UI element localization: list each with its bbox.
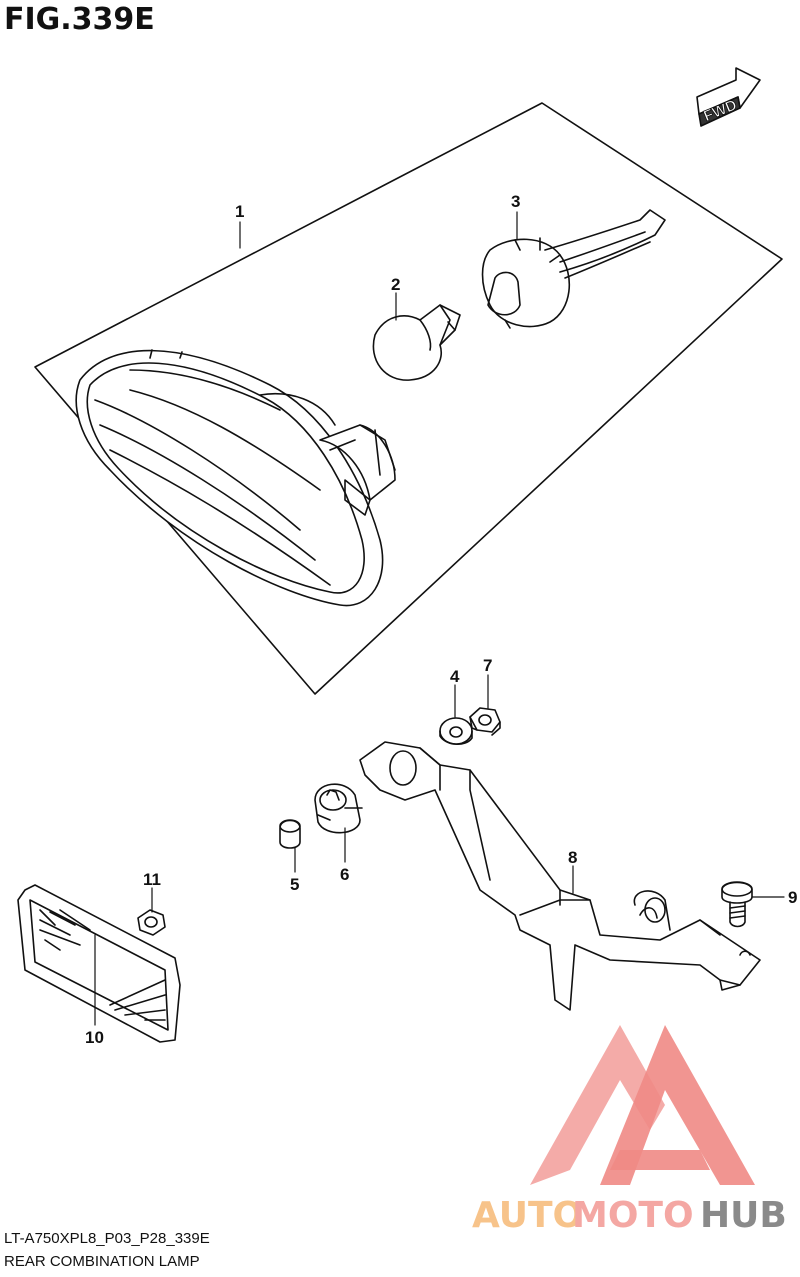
- fwd-arrow-icon: FWD: [696, 67, 761, 127]
- callout-10: 10: [85, 1028, 104, 1047]
- flange-nut-reflector[interactable]: [137, 909, 166, 936]
- figure-title: FIG.339E: [4, 2, 155, 37]
- lamp-bulb[interactable]: [372, 304, 461, 381]
- flange-nut-top[interactable]: [469, 707, 501, 736]
- diagram-name: REAR COMBINATION LAMP: [4, 1253, 200, 1270]
- assembly-group-box: [34, 102, 783, 695]
- lamp-bracket[interactable]: [359, 741, 761, 1011]
- collar-spacer[interactable]: [279, 819, 301, 849]
- watermark-text-auto: AUTO: [472, 1195, 583, 1236]
- callout-9: 9: [788, 888, 797, 907]
- mounting-bolt[interactable]: [721, 881, 753, 928]
- lamp-socket-harness[interactable]: [481, 209, 666, 329]
- diagram-code: LT-A750XPL8_P03_P28_339E: [4, 1230, 210, 1247]
- leader-lines: [94, 211, 785, 1026]
- rear-reflector[interactable]: [17, 884, 181, 1043]
- rear-lamp-housing[interactable]: [75, 349, 396, 607]
- rubber-grommet[interactable]: [314, 783, 363, 834]
- callout-2: 2: [391, 275, 400, 294]
- watermark-text-hub: HUB: [700, 1195, 787, 1236]
- watermark-text-moto: MOTO: [572, 1195, 694, 1236]
- callout-8: 8: [568, 848, 577, 867]
- callout-1: 1: [235, 202, 244, 221]
- washer[interactable]: [439, 717, 473, 745]
- callout-4: 4: [450, 667, 460, 686]
- watermark-logo: AUTO MOTO HUB: [472, 1025, 787, 1236]
- callout-5: 5: [290, 875, 299, 894]
- callout-3: 3: [511, 192, 520, 211]
- callout-numbers: 1 2 3 4 7 5 6 8 9 10 11: [85, 192, 797, 1047]
- callout-6: 6: [340, 865, 349, 884]
- callout-7: 7: [483, 656, 492, 675]
- callout-11: 11: [143, 870, 161, 889]
